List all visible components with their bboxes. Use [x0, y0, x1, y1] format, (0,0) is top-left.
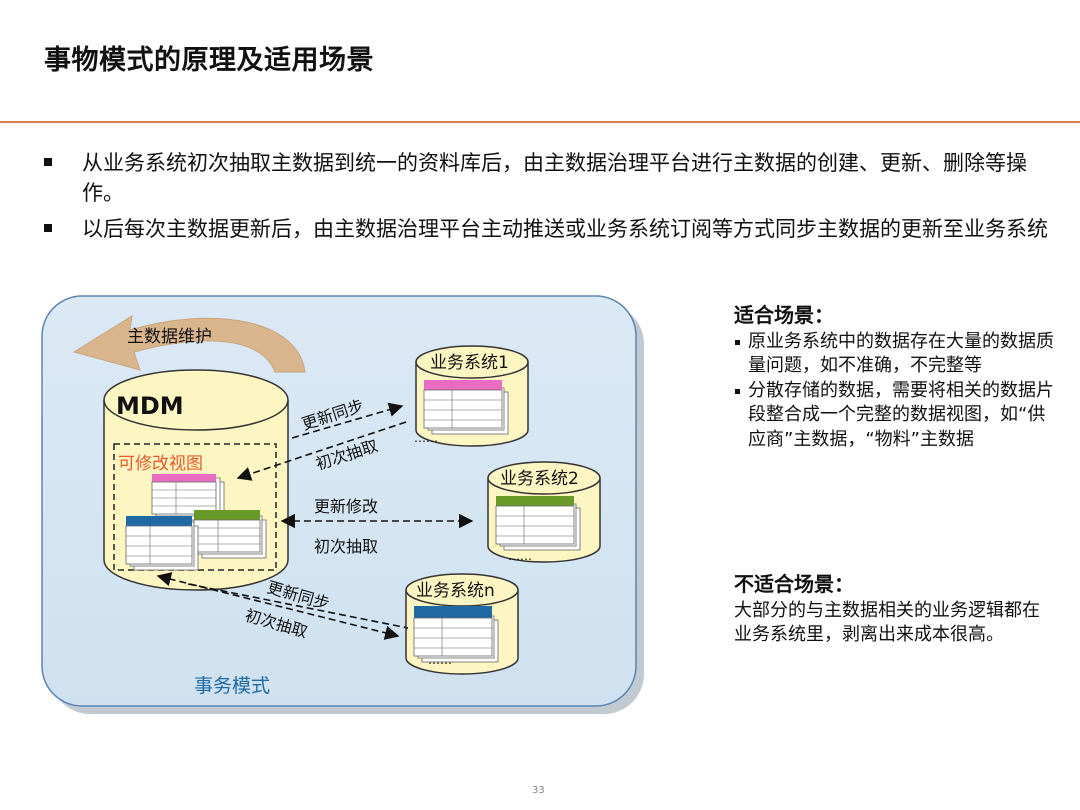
- title-divider: [0, 121, 1080, 123]
- bullet-text: 从业务系统初次抽取主数据到统一的资料库后，由主数据治理平台进行主数据的创建、更新…: [82, 151, 1027, 205]
- system-1-table: [423, 380, 509, 435]
- editable-view-box: [113, 443, 277, 571]
- mode-label: 事务模式: [194, 675, 270, 697]
- suitable-scenarios: 适合场景： 原业务系统中的数据存在大量的数据质量问题，如不准确，不完整等 分散存…: [734, 303, 1054, 452]
- mdm-table-green: [193, 510, 267, 559]
- bullet-marker: [735, 388, 740, 394]
- maintenance-label: 主数据维护: [127, 327, 212, 347]
- suitable-list: 原业务系统中的数据存在大量的数据质量问题，如不准确，不完整等 分散存储的数据，需…: [734, 330, 1054, 453]
- page-number: 33: [532, 785, 545, 796]
- bullet-text: 以后每次主数据更新后，由主数据治理平台主动推送或业务系统订阅等方式同步主数据的更…: [82, 217, 1048, 241]
- bullet-item: 从业务系统初次抽取主数据到统一的资料库后，由主数据治理平台进行主数据的创建、更新…: [44, 148, 1054, 208]
- label-mid-update: 更新修改: [314, 497, 378, 516]
- arrow-bottom-sync: [156, 572, 400, 640]
- suitable-item-text: 原业务系统中的数据存在大量的数据质量问题，如不准确，不完整等: [748, 330, 1054, 377]
- mdm-table-blue: [125, 516, 199, 571]
- page-title: 事物模式的原理及适用场景: [44, 45, 374, 76]
- system-2-label: 业务系统2: [500, 469, 579, 489]
- system-2-dots: ……: [508, 549, 532, 563]
- system-1-label: 业务系统1: [430, 353, 509, 373]
- arrow-bottom-extract: [187, 583, 409, 629]
- editable-view-label: 可修改视图: [118, 454, 203, 474]
- list-item: 原业务系统中的数据存在大量的数据质量问题，如不准确，不完整等: [734, 330, 1054, 379]
- mdm-table-pink: [151, 474, 225, 521]
- suitable-item-text: 分散存储的数据，需要将相关的数据片段整合成一个完整的数据视图，如“供应商”主数据…: [748, 379, 1054, 450]
- maintenance-arrow: [72, 315, 306, 373]
- list-item: 分散存储的数据，需要将相关的数据片段整合成一个完整的数据视图，如“供应商”主数据…: [734, 379, 1054, 453]
- unsuitable-scenarios: 不适合场景： 大部分的与主数据相关的业务逻辑都在业务系统里，剥离出来成本很高。: [734, 572, 1054, 648]
- bullet-item: 以后每次主数据更新后，由主数据治理平台主动推送或业务系统订阅等方式同步主数据的更…: [44, 214, 1054, 244]
- suitable-heading: 适合场景：: [734, 303, 834, 327]
- arrow-top-extract: [236, 421, 407, 481]
- label-mid-extract: 初次抽取: [314, 537, 378, 556]
- system-1-dots: ……: [414, 431, 438, 445]
- unsuitable-heading: 不适合场景：: [734, 572, 854, 596]
- mdm-label: MDM: [116, 392, 184, 420]
- arrow-top-sync: [291, 402, 404, 439]
- system-n-dots: ……: [428, 653, 452, 667]
- unsuitable-text: 大部分的与主数据相关的业务逻辑都在业务系统里，剥离出来成本很高。: [734, 599, 1040, 646]
- intro-bullets: 从业务系统初次抽取主数据到统一的资料库后，由主数据治理平台进行主数据的创建、更新…: [44, 148, 1054, 250]
- bullet-marker: [44, 224, 52, 232]
- system-n-label: 业务系统n: [416, 581, 495, 601]
- bullet-marker: [735, 339, 740, 345]
- bullet-marker: [44, 158, 52, 166]
- system-n-table: [413, 606, 499, 663]
- system-2-table: [495, 496, 581, 551]
